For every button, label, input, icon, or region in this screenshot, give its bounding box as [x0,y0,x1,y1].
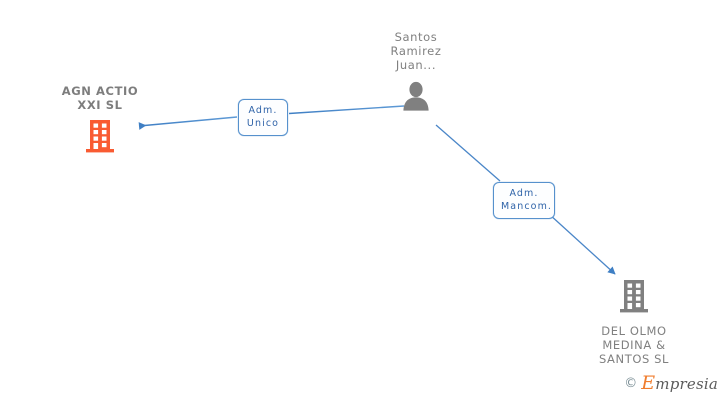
copyright-icon: © [624,376,638,391]
node-person[interactable]: Santos Ramirez Juan... [341,30,491,115]
brand-rest: mpresia [655,375,718,393]
node-del-olmo[interactable]: DEL OLMO MEDINA & SANTOS SL [559,278,709,366]
edge-adm-unico-line [138,105,405,130]
node-agn-actio-label: AGN ACTIO XXI SL [61,84,139,112]
brand-name: Empresia [641,374,718,393]
node-del-olmo-label: DEL OLMO MEDINA & SANTOS SL [598,324,670,366]
person-icon [400,81,432,115]
edge-adm-mancom-line [435,124,616,275]
node-agn-actio[interactable]: AGN ACTIO XXI SL [25,84,175,158]
building-icon [84,118,116,158]
edge-label-adm-unico[interactable]: Adm. Unico [238,99,288,136]
edge-label-adm-mancom[interactable]: Adm. Mancom. [493,182,555,219]
node-person-label: Santos Ramirez Juan... [390,30,442,72]
building-icon [618,278,650,318]
watermark: © Empresia [624,374,718,393]
brand-initial: E [641,372,656,394]
